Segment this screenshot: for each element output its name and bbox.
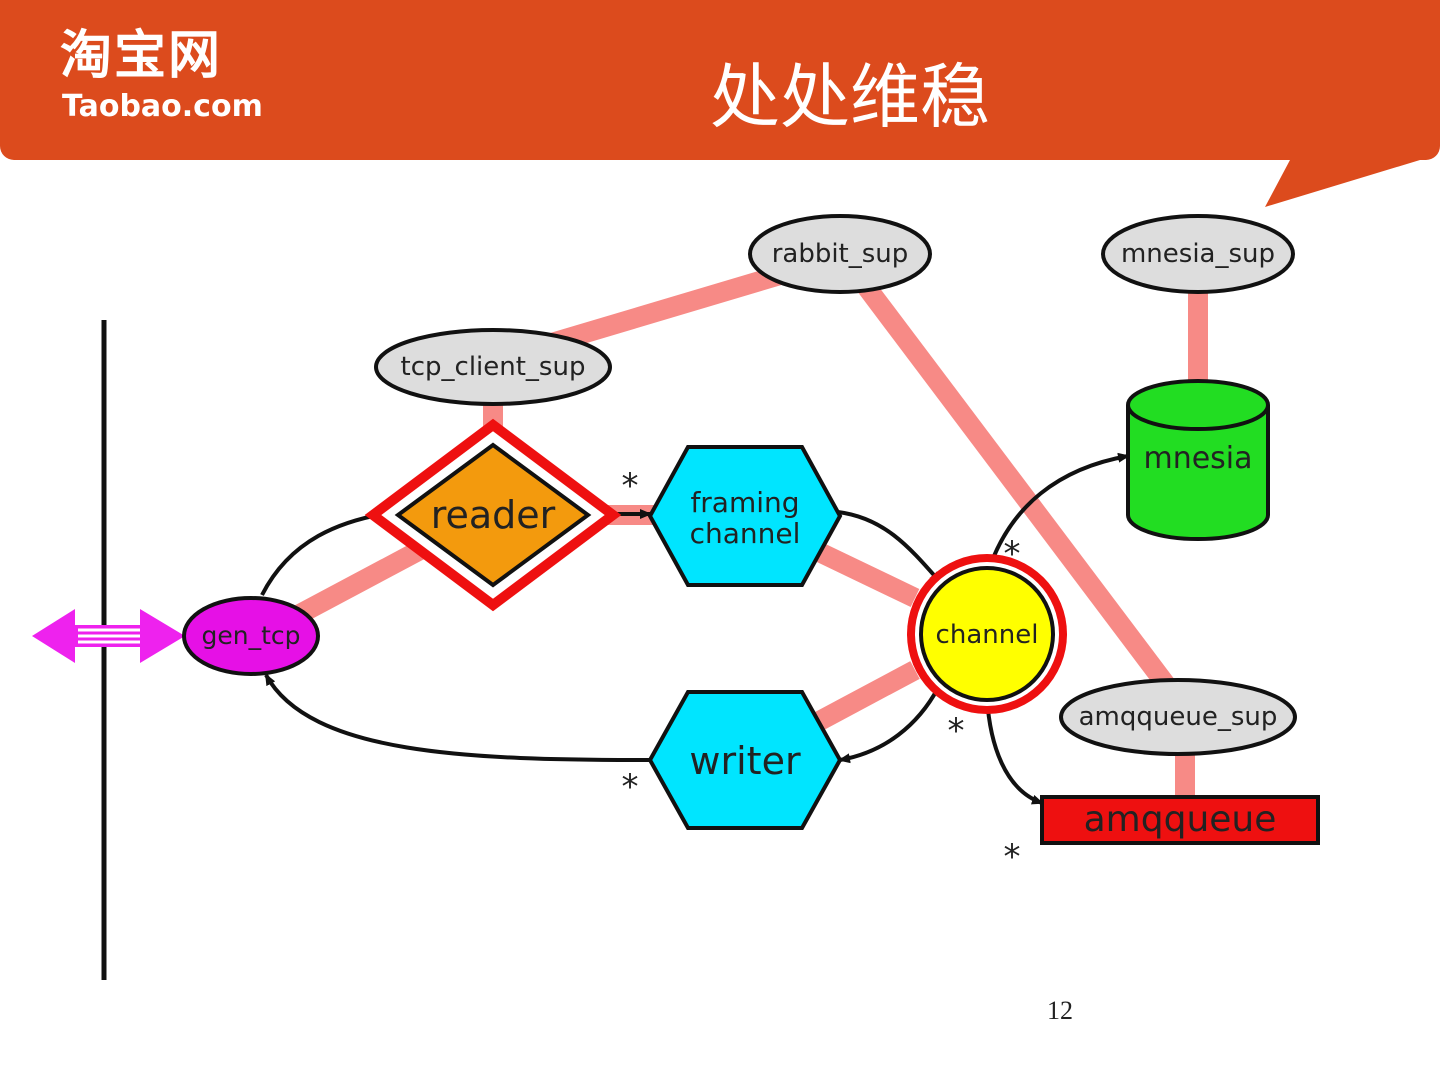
node-amqqueue: amqqueue [1040,795,1320,845]
label-framing-channel-line2: channel [690,517,801,550]
node-mnesia: mnesia [1126,379,1270,541]
page-number: 12 [1047,996,1073,1025]
taobao-logo-chinese: 淘宝网 [60,26,223,86]
node-mnesia-sup: mnesia_sup [1101,214,1295,294]
arrow-framing-channel-to-channel [837,510,942,584]
multiplicity-marker-framing-channel: * [622,466,639,506]
slide-header: 淘宝网 Taobao.com 处处维稳 [0,0,1440,160]
label-writer: writer [689,739,801,783]
edge-framing-channel-channel [810,540,920,608]
node-channel: channel [907,554,1067,714]
label-framing-channel-line1: framing [690,486,799,519]
label-reader: reader [431,493,556,537]
node-gen-tcp: gen_tcp [182,596,320,676]
node-framing-channel: framing channel [647,445,843,587]
edge-rabbit-sup-tcp-client-sup [542,262,793,355]
node-reader: reader [364,418,622,612]
label-mnesia: mnesia [1143,441,1252,476]
multiplicity-marker-channel-bottom: * [948,711,965,751]
arrow-channel-to-writer [838,687,940,764]
taobao-logo-english: Taobao.com [62,89,263,124]
node-writer: writer [647,690,843,830]
node-rabbit-sup: rabbit_sup [748,214,932,294]
arrow-channel-mnesia [980,452,1130,584]
edge-channel-writer [807,661,920,734]
multiplicity-marker-channel-top: * [1004,534,1021,574]
label-gen-tcp: gen_tcp [201,621,300,650]
slide-title: 处处维稳 [710,56,990,138]
header-tail [1265,160,1420,207]
label-tcp-client-sup: tcp_client_sup [401,352,586,382]
label-amqqueue-sup: amqqueue_sup [1079,702,1278,732]
node-amqqueue-sup: amqqueue_sup [1059,678,1297,756]
multiplicity-marker-writer: * [622,767,639,807]
multiplicity-marker-amqqueue: * [1004,837,1021,877]
edge-reader-gen-tcp [293,541,425,624]
arrow-writer-to-gen-tcp [264,673,651,762]
label-rabbit-sup: rabbit_sup [772,239,909,269]
label-amqqueue: amqqueue [1084,799,1277,840]
node-tcp-client-sup: tcp_client_sup [374,328,612,406]
external-traffic-arrow [32,609,185,663]
label-mnesia-sup: mnesia_sup [1121,239,1275,269]
label-channel: channel [936,620,1039,650]
arrow-channel-amqqueue [981,687,1044,805]
